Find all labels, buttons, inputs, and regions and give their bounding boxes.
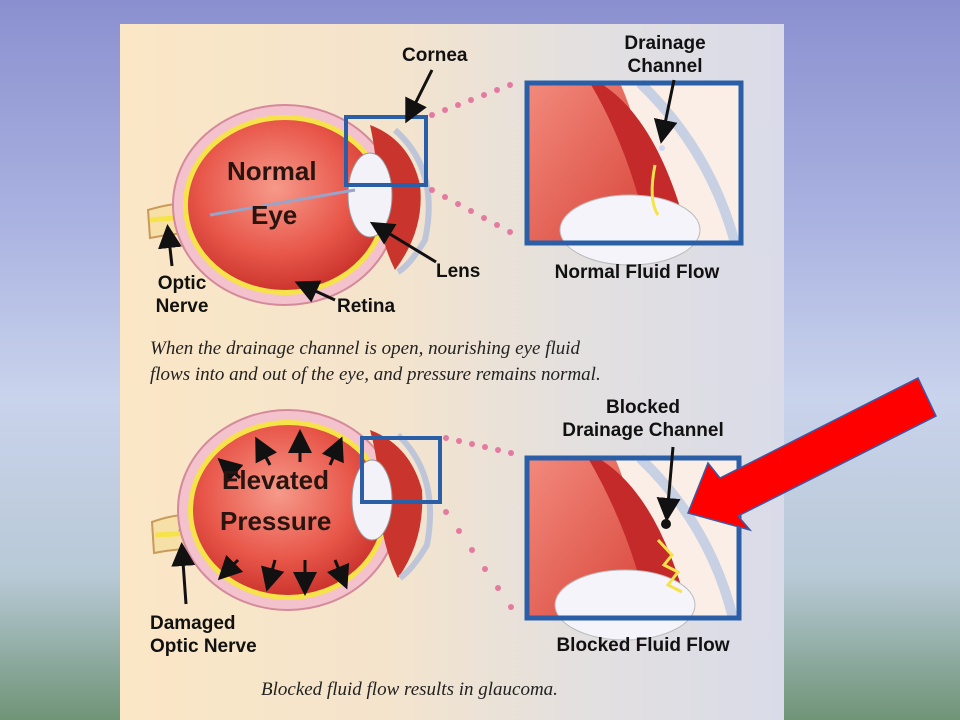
blocked-zoom-view <box>527 454 739 641</box>
top-caption-line1: When the drainage channel is open, nouri… <box>150 338 581 359</box>
pressure-arrows <box>217 429 350 596</box>
pressure-word: Pressure <box>220 506 332 536</box>
drainage-channel-label: Drainage Channel <box>606 32 724 78</box>
normal-eye-word1: Normal <box>227 156 317 186</box>
damaged-label-line1: Damaged <box>150 613 236 634</box>
drainage-label-line1: Drainage <box>624 33 706 54</box>
blocked-fluid-flow-label: Blocked Fluid Flow <box>556 635 730 656</box>
zoom-box-bottom <box>360 436 442 504</box>
elevated-word: Elevated <box>222 465 329 495</box>
damaged-optic-nerve-label: Damaged Optic Nerve <box>150 612 257 658</box>
lens-label: Lens <box>436 261 481 282</box>
drainage-label-line2: Channel <box>627 56 703 77</box>
red-highlight-arrow <box>686 376 937 532</box>
retina-label: Retina <box>337 296 396 317</box>
cornea-label: Cornea <box>402 45 468 66</box>
zoom-connector-bottom <box>443 435 514 610</box>
blocked-label-line2: Drainage Channel <box>562 420 724 441</box>
top-caption-line2: flows into and out of the eye, and press… <box>150 364 601 385</box>
normal-zoom-view <box>527 79 741 266</box>
bottom-caption: Blocked fluid flow results in glaucoma. <box>261 679 558 700</box>
zoom-connector-top <box>429 82 513 235</box>
normal-eye-word2: Eye <box>251 200 298 230</box>
damaged-label-line2: Optic Nerve <box>150 636 257 657</box>
blocked-drainage-label: Blocked Drainage Channel <box>558 396 728 442</box>
optic-label-line2: Nerve <box>155 296 209 317</box>
normal-fluid-flow-label: Normal Fluid Flow <box>554 262 720 283</box>
optic-label-line1: Optic <box>157 273 207 294</box>
optic-nerve-label: Optic Nerve <box>146 272 218 318</box>
normal-eye <box>146 104 432 306</box>
zoom-box-top <box>344 115 428 187</box>
blocked-label-line1: Blocked <box>606 397 680 418</box>
